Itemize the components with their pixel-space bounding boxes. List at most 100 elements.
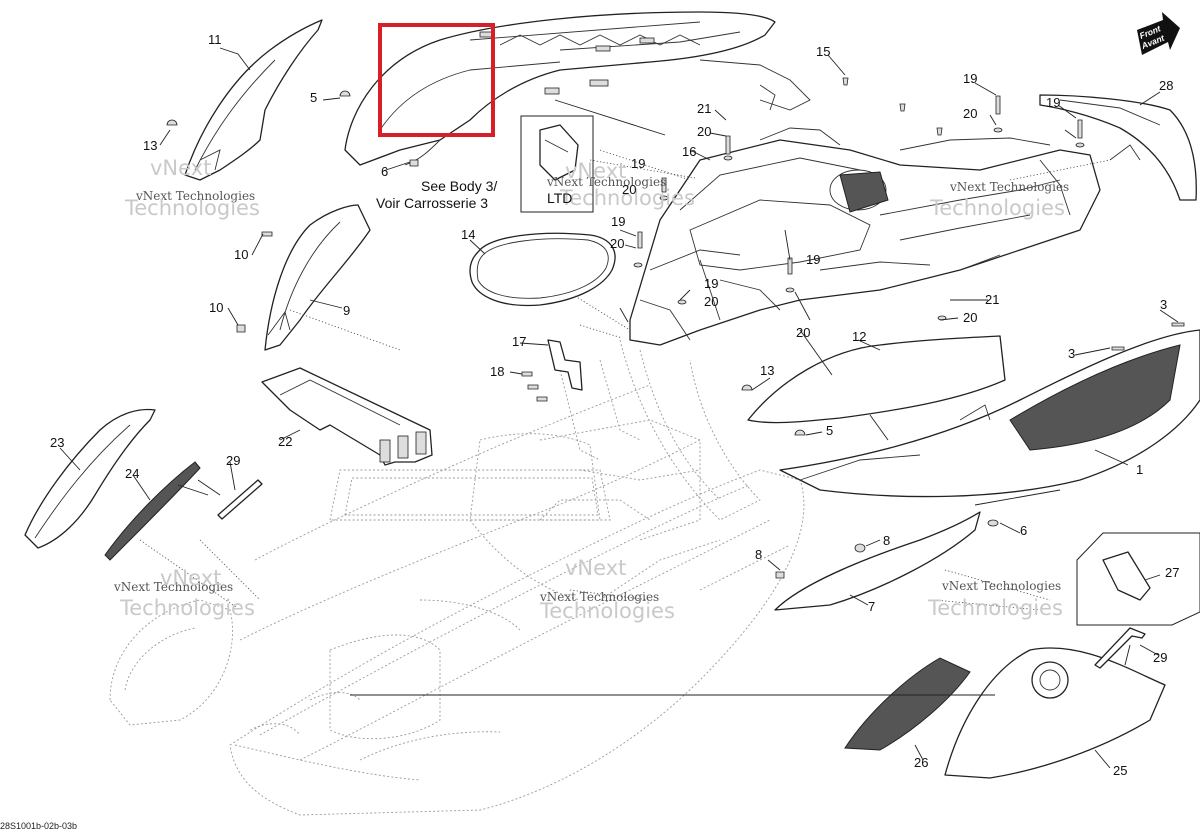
callout: 20	[610, 236, 624, 251]
front-cowl-part	[344, 11, 811, 166]
callout: 20	[622, 182, 636, 197]
callout: 13	[143, 138, 157, 153]
callout: 10	[234, 247, 248, 262]
watermark-4: vNext Technologies vNext Technologies	[113, 566, 255, 620]
callout: 8	[755, 547, 762, 562]
callout: 7	[868, 599, 875, 614]
callout: 19	[631, 156, 645, 171]
callout: 20	[963, 310, 977, 325]
callout: 19	[1046, 95, 1060, 110]
part-29-rod-lower	[1094, 627, 1146, 669]
callout: 15	[816, 44, 830, 59]
watermark-line: vNext Technologies	[113, 580, 233, 594]
see-body-note-2: Voir Carrosserie 3	[376, 195, 488, 211]
callout: 19	[704, 276, 718, 291]
watermark-line: vNext Technologies	[539, 590, 659, 604]
callout-numbers: 1 3 3 5 5 6 6 7 8 8 9 10 10 11 12 13 13 …	[50, 32, 1179, 778]
callout: 19	[806, 252, 820, 267]
watermark-big: Technologies	[927, 596, 1063, 620]
callout: 26	[914, 755, 928, 770]
part-29-rod	[217, 479, 263, 520]
watermark-2: vNext Technologies vNext Technologies	[546, 159, 695, 210]
callout: 23	[50, 435, 64, 450]
callout: 29	[226, 453, 240, 468]
watermark-big: Technologies	[119, 596, 255, 620]
hardware-fasteners	[166, 77, 1185, 579]
part-12-panel	[747, 335, 1006, 424]
callout: 13	[760, 363, 774, 378]
ltd-inset	[520, 115, 594, 213]
part-22-plate	[261, 367, 433, 466]
callout: 20	[704, 294, 718, 309]
part-25-panel	[944, 647, 1166, 779]
watermark-big: Technologies	[559, 186, 695, 210]
part-11-side-panel	[184, 19, 323, 181]
callout: 19	[963, 71, 977, 86]
callout: 9	[343, 303, 350, 318]
callout: 5	[826, 423, 833, 438]
callout: 5	[310, 90, 317, 105]
callout: 17	[512, 334, 526, 349]
watermark-6: vNext Technologies Technologies	[927, 579, 1063, 620]
watermark-1: vNext Technologies vNext Technologies	[124, 156, 260, 220]
callout: 19	[611, 214, 625, 229]
callout: 1	[1136, 462, 1143, 477]
watermark-big: Technologies	[539, 599, 675, 623]
watermark-head: vNext	[565, 556, 626, 580]
callout: 8	[883, 533, 890, 548]
callout: 21	[697, 101, 711, 116]
see-body-note-1: See Body 3/	[421, 178, 497, 194]
watermark-big: Technologies	[124, 196, 260, 220]
callout: 25	[1113, 763, 1127, 778]
watermark-5: vNext Technologies vNext Technologies	[539, 556, 675, 623]
callout: 3	[1160, 297, 1167, 312]
hull-outline	[109, 339, 805, 816]
drawing-code: 28S1001b-02b-03b	[0, 821, 77, 831]
callout: 14	[461, 227, 475, 242]
part-17-bracket	[547, 339, 583, 391]
watermark-head: vNext	[160, 566, 221, 590]
watermark-line: vNext Technologies	[941, 579, 1061, 593]
watermark-3: vNext Technologies Technologies	[929, 180, 1069, 220]
part-26-mesh	[844, 657, 971, 751]
callout: 20	[963, 106, 977, 121]
watermark-big: Technologies	[929, 196, 1065, 220]
watermark-head: vNext	[150, 156, 211, 180]
callout: 21	[985, 292, 999, 307]
front-direction-arrow: Front Avant	[1137, 12, 1180, 55]
ltd-label: LTD	[547, 190, 572, 206]
part-1-front-panel	[779, 329, 1200, 498]
leader-lines	[59, 47, 1179, 769]
part-27-inset	[1076, 532, 1200, 626]
callout: 12	[852, 329, 866, 344]
callout: 18	[490, 364, 504, 379]
part-16-storage-bin	[629, 127, 1101, 346]
callout: 11	[208, 32, 222, 47]
watermark-line: vNext Technologies	[546, 175, 666, 189]
callout: 20	[796, 325, 810, 340]
callout: 6	[381, 164, 388, 179]
callout: 3	[1068, 346, 1075, 361]
part-9-side-panel	[264, 204, 371, 351]
callout: 29	[1153, 650, 1167, 665]
callout: 20	[697, 124, 711, 139]
callout: 22	[278, 434, 292, 449]
callout: 16	[682, 144, 696, 159]
watermark-line: vNext Technologies	[135, 189, 255, 203]
callout: 28	[1159, 78, 1173, 93]
part-23-trim	[24, 408, 156, 549]
part-14-seal	[469, 232, 616, 307]
part-7-panel	[774, 511, 981, 611]
highlighted-region	[378, 23, 495, 137]
watermark-head: vNext	[565, 159, 626, 183]
callout: 24	[125, 466, 139, 481]
part-28-panel	[1039, 94, 1197, 201]
watermark-line: vNext Technologies	[949, 180, 1069, 194]
dashed-flow-lines	[139, 149, 1111, 611]
callout: 6	[1020, 523, 1027, 538]
callout: 27	[1165, 565, 1179, 580]
part-24-vent-strip	[104, 461, 201, 561]
callout: 10	[209, 300, 223, 315]
